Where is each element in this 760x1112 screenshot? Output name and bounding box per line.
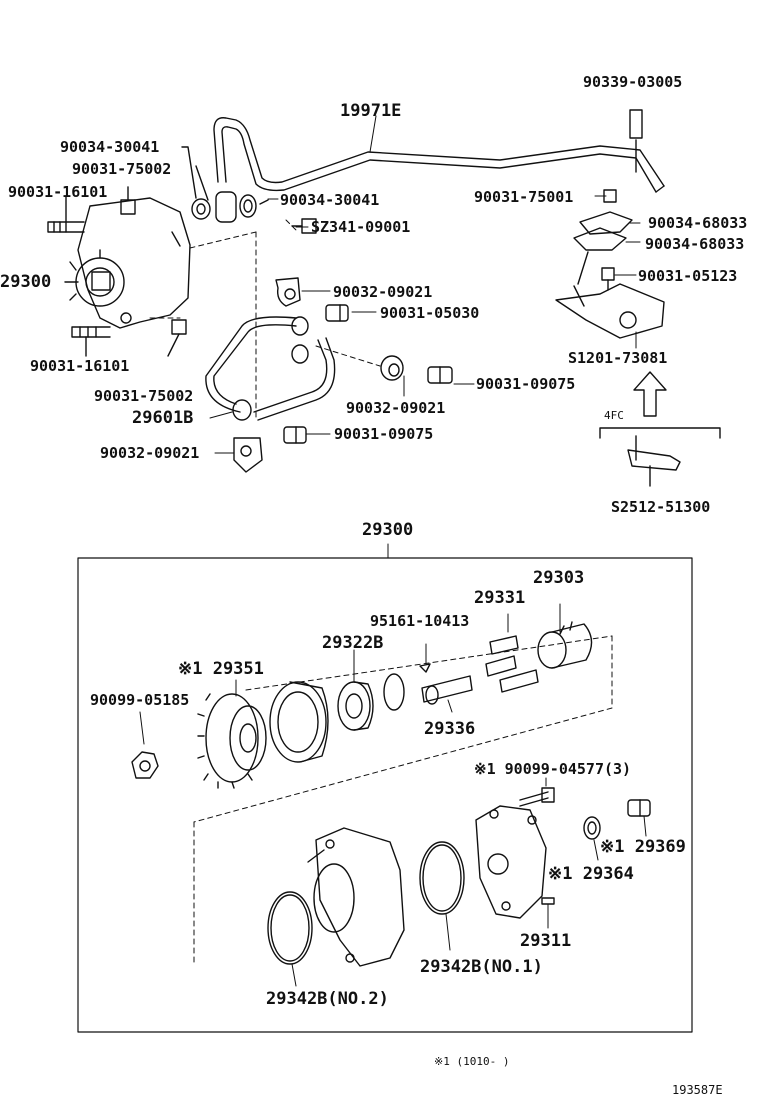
union-bolt-assembly: [181, 146, 269, 223]
leader-lines-bottom: [235, 649, 355, 697]
nut-90031-75002-bottom: [167, 319, 187, 357]
label-29369: ※1 29369: [600, 837, 686, 857]
pin-29311: [541, 897, 555, 929]
nut-90099-05185: [131, 711, 159, 779]
leader-lines-top: [209, 115, 641, 454]
label-29351: ※1 29351: [178, 659, 264, 679]
bolt-sz341-09001: [291, 218, 317, 234]
label-29300-a: 29300: [0, 272, 52, 292]
clamp-90032-09021-b: [380, 355, 404, 381]
label-90032-09021-c: 90032-09021: [100, 444, 200, 462]
label-29322b: 29322B: [322, 633, 384, 653]
stud-90031-16101-top: [47, 195, 85, 233]
label-29311: 29311: [520, 931, 572, 951]
label-90034-68033-b: 90034-68033: [645, 235, 745, 253]
label-90034-30041-b: 90034-30041: [280, 191, 380, 209]
bracket-s2512-51300: [627, 435, 681, 487]
gear-29351: [197, 693, 267, 789]
label-90031-75002-b: 90031-75002: [94, 387, 194, 405]
clamp-90032-09021-a: [275, 277, 301, 307]
label-29336: 29336: [424, 719, 476, 739]
bracket-s1201-73081: [555, 251, 665, 339]
label-90031-16101-a: 90031-16101: [8, 183, 108, 201]
bolt-90031-09075-a: [427, 366, 453, 384]
stud-90031-16101-bottom: [71, 326, 111, 357]
bracket-4fc-frame: [599, 427, 721, 439]
plug-29369: [627, 799, 651, 837]
pipe-29601b: [205, 316, 336, 421]
label-95161-10413: 95161-10413: [370, 612, 470, 630]
label-s1201-73081: S1201-73081: [568, 349, 668, 367]
label-sz341-09001: SZ341-09001: [311, 218, 411, 236]
label-29601b: 29601B: [132, 408, 194, 428]
label-90032-09021-a: 90032-09021: [333, 283, 433, 301]
label-19971e: 19971E: [340, 101, 402, 121]
pump-housing: [307, 827, 405, 967]
label-90031-75001: 90031-75001: [474, 188, 574, 206]
label-29342b-no1: 29342B(NO.1): [420, 957, 543, 977]
o-ring-29342b-no1: [419, 841, 465, 951]
label-90031-75002-a: 90031-75002: [72, 160, 172, 178]
clamp-90032-09021-c: [233, 437, 263, 473]
label-90034-30041-a: 90034-30041: [60, 138, 160, 156]
vacuum-pipe-19971e: [213, 117, 665, 193]
arrow-up: [633, 371, 667, 417]
o-ring-29342b-no2: [267, 891, 313, 987]
label-90031-05123: 90031-05123: [638, 267, 738, 285]
clamp-90034-68033-b: [573, 227, 627, 251]
bolt-90031-09075-b: [283, 426, 307, 444]
nut-90031-75002-top: [120, 186, 136, 215]
figure-id: 193587E: [672, 1083, 723, 1097]
label-90031-09075-b: 90031-09075: [334, 425, 434, 443]
gasket-29364: [583, 816, 601, 861]
label-90031-16101-b: 90031-16101: [30, 357, 130, 375]
key-95161-10413: [419, 643, 431, 673]
bolt-90339-03005: [629, 109, 643, 173]
bearing-29322b: [337, 681, 374, 731]
label-29342b-no2: 29342B(NO.2): [266, 989, 389, 1009]
bolt-90031-05030: [325, 304, 349, 322]
projection-lines-top: [149, 219, 381, 421]
label-29331: 29331: [474, 588, 526, 608]
bolt-90099-04577: [519, 777, 555, 807]
cover-plate: [475, 805, 547, 919]
shaft-29336: [421, 675, 473, 713]
vanes-29331: [485, 613, 539, 693]
label-29364: ※1 29364: [548, 864, 634, 884]
label-s2512-51300: S2512-51300: [611, 498, 711, 516]
coupling-housing: [269, 681, 329, 763]
label-90099-05185: 90099-05185: [90, 691, 190, 709]
label-90031-09075-a: 90031-09075: [476, 375, 576, 393]
label-4fc: 4FC: [604, 409, 624, 422]
snap-ring: [383, 673, 405, 711]
exploded-view-frame: [77, 557, 693, 1033]
label-90032-09021-b: 90032-09021: [346, 399, 446, 417]
rotor-29303: [537, 603, 593, 669]
label-29303: 29303: [533, 568, 585, 588]
label-29300-b: 29300: [362, 520, 414, 540]
label-90031-05030: 90031-05030: [380, 304, 480, 322]
label-90339-03005: 90339-03005: [583, 73, 683, 91]
label-90034-68033-a: 90034-68033: [648, 214, 748, 232]
projection-lines-bottom: [193, 635, 613, 965]
bolt-90031-05123: [601, 267, 615, 291]
label-90099-04577: ※1 90099-04577(3): [474, 760, 632, 778]
vacuum-pump-29300: [64, 197, 191, 329]
footnote: ※1 (1010- ): [434, 1055, 510, 1068]
